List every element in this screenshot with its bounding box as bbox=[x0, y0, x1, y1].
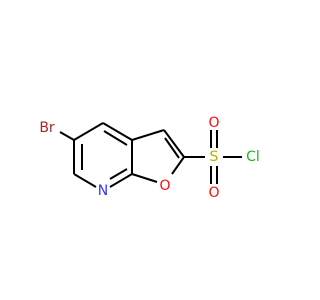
bond-c4-c3a-inner bbox=[103, 130, 128, 146]
sulfonyl-oxygen-bottom-label: O bbox=[208, 185, 219, 201]
chlorine-label: Cl bbox=[246, 149, 260, 165]
bond-c5-c4 bbox=[73, 122, 104, 141]
bond-c5-br bbox=[59, 131, 75, 141]
bond-c7a-n-inner bbox=[109, 168, 128, 180]
ring-oxygen-label: O bbox=[159, 178, 170, 194]
bond-c3-c2 bbox=[163, 129, 185, 158]
sulfonyl-oxygen-top-label: O bbox=[208, 115, 219, 131]
nitrogen-label: N bbox=[98, 183, 108, 199]
bond-o-c7a bbox=[131, 173, 158, 183]
bond-c4-c3a bbox=[102, 122, 133, 141]
bromine-label: Br bbox=[39, 120, 55, 136]
bond-c3-c2-inner bbox=[164, 137, 180, 159]
bond-c7a-n bbox=[109, 173, 133, 188]
bond-c2-o bbox=[171, 156, 185, 175]
molecule-structure: Br N O S O O Cl bbox=[39, 115, 260, 201]
bond-n-c6 bbox=[73, 173, 97, 188]
bond-c3a-c3 bbox=[131, 129, 165, 141]
sulfur-label: S bbox=[210, 149, 219, 165]
